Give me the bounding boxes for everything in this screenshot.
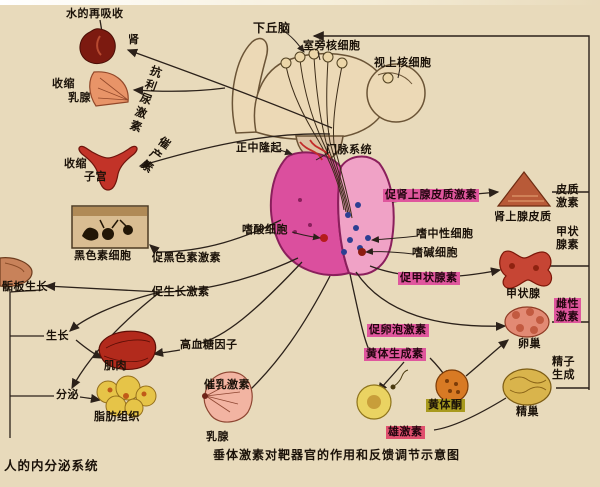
label-adrenal-cortex: 肾上腺皮质 xyxy=(494,210,552,223)
thyroid-illustration xyxy=(499,250,553,289)
label-sperm-production: 精子生成 xyxy=(552,355,575,381)
label-growth-hormone: 促生长激素 xyxy=(152,285,210,298)
hypothalamic-nuclei-cells xyxy=(280,48,394,84)
epiphyseal-plate-illustration xyxy=(0,257,33,287)
label-testis: 精巢 xyxy=(516,405,539,418)
label-ovary: 卵巢 xyxy=(518,337,541,350)
muscle-illustration xyxy=(98,330,157,370)
label-acidophil-cells: 嗜酸细胞 xyxy=(242,223,288,236)
label-supraoptic-nucleus: 视上核细胞 xyxy=(374,56,432,69)
scan-edge xyxy=(0,0,600,5)
label-secretion: 分泌 xyxy=(56,388,79,401)
adrenal-cortex-illustration xyxy=(496,171,552,207)
label-prolactin: 催乳激素 xyxy=(204,378,250,391)
label-melanocytes: 黑色素细胞 xyxy=(74,249,132,262)
system-caption: 人的内分泌系统 xyxy=(4,458,99,473)
pointer-lines xyxy=(279,29,419,255)
label-thyroxine: 甲状腺素 xyxy=(556,225,579,251)
label-growth: 生长 xyxy=(46,329,69,342)
label-epiphyseal-growth: 骺板生长 xyxy=(2,280,48,293)
portal-system-vessels xyxy=(299,139,331,161)
label-water-reabsorption: 水的再吸收 xyxy=(66,7,124,20)
mammary-upper-illustration xyxy=(89,71,129,107)
label-muscle: 肌肉 xyxy=(104,359,127,372)
feedback-loop-left xyxy=(9,289,54,438)
gland-cell-dots xyxy=(293,198,371,256)
label-hyperglycemic-factor: 高血糖因子 xyxy=(180,338,238,351)
label-paraventricular-nucleus: 室旁核细胞 xyxy=(303,39,361,52)
melanocyte-skin-illustration xyxy=(71,205,149,249)
label-uterus: 子宫 xyxy=(84,170,107,183)
label-mammary-lower: 乳腺 xyxy=(206,430,229,443)
label-contraction-breast: 收缩 xyxy=(52,77,75,90)
kidney-illustration xyxy=(79,28,116,64)
pituitary-gland-illustration xyxy=(269,151,395,277)
label-tsh: 促甲状腺素 xyxy=(398,271,460,285)
testis-illustration xyxy=(502,368,552,406)
uterus-illustration xyxy=(78,145,138,191)
label-adipose-tissue: 脂肪组织 xyxy=(94,410,140,423)
label-median-eminence: 正中隆起 xyxy=(236,141,282,154)
label-portal-system: 门脉系统 xyxy=(326,143,372,156)
ovary-illustration xyxy=(504,306,550,338)
label-thyroid: 甲状腺 xyxy=(506,287,541,300)
label-acth: 促肾上腺皮质激素 xyxy=(383,188,479,202)
label-fsh: 促卵泡激素 xyxy=(367,323,429,337)
label-msh: 促黑色素激素 xyxy=(152,251,221,264)
label-lh: 黄体生成素 xyxy=(364,347,426,361)
neuron-fibers xyxy=(285,56,353,219)
label-cortical-hormone: 皮质激素 xyxy=(556,183,579,209)
label-androgen: 雄激素 xyxy=(386,425,425,439)
label-neutrophil-cells: 嗜中性细胞 xyxy=(416,227,474,240)
label-kidney: 肾 xyxy=(128,33,140,46)
adipose-illustration xyxy=(96,375,157,418)
label-basophil-cells: 嗜碱细胞 xyxy=(412,246,458,259)
diagram-title: 垂体激素对靶器官的作用和反馈调节示意图 xyxy=(213,448,461,462)
label-hypothalamus: 下丘脑 xyxy=(253,21,291,35)
label-mammary-upper: 乳腺 xyxy=(68,91,91,104)
label-estrogen: 雌性激素 xyxy=(554,297,581,324)
ovum-illustration xyxy=(356,369,409,420)
label-progesterone: 黄体酮 xyxy=(426,398,465,412)
label-contraction-uterus: 收缩 xyxy=(64,157,87,170)
mammary-lower-illustration xyxy=(202,371,253,423)
